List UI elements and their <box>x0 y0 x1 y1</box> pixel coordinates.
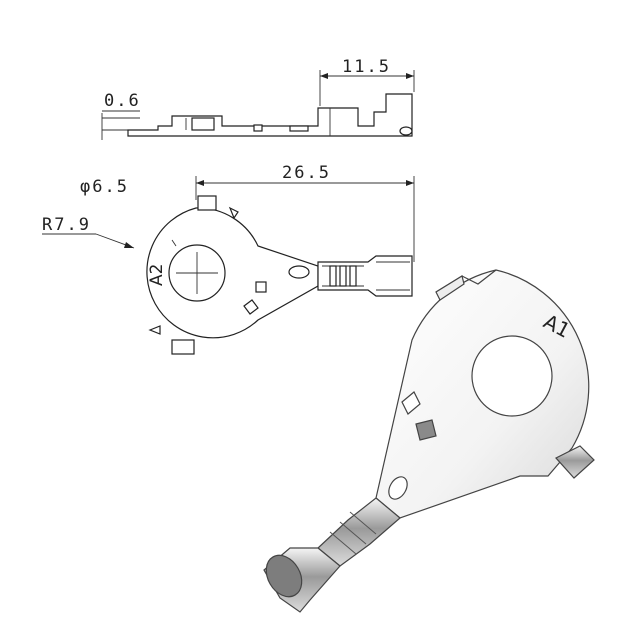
side-length-dimension-label: 11.5 <box>342 57 391 77</box>
side-profile-pin <box>253 124 263 132</box>
side-profile-block <box>191 117 215 131</box>
diamond-cutout <box>243 299 259 315</box>
diameter-dimension-label: φ6.5 <box>80 177 129 197</box>
side-profile-body <box>127 93 413 137</box>
isometric-render: A1 <box>263 269 595 613</box>
thickness-dimension-label: 0.6 <box>104 91 141 111</box>
top-notch-left <box>148 325 161 335</box>
render-diamond-cutout <box>401 391 421 415</box>
crimp-rib-3 <box>349 265 357 287</box>
side-view: 0.6 11.5 <box>101 57 415 140</box>
top-tab-upper <box>197 195 217 211</box>
top-view: φ6.5 26.5 R7.9 <box>42 163 415 355</box>
drawing-marking-label: A2 <box>147 264 167 286</box>
render-top-tab <box>435 275 465 301</box>
render-side-tab <box>555 445 595 479</box>
top-view-outline <box>146 207 319 339</box>
slot-cutout <box>288 265 310 279</box>
top-tab-lower <box>171 339 195 355</box>
render-slot-cutout <box>388 476 408 500</box>
crimp-rib-2 <box>339 265 347 287</box>
top-notch-right <box>228 206 239 220</box>
render-tube-opening <box>265 554 303 598</box>
side-profile-hole <box>399 126 413 136</box>
square-cutout <box>255 281 267 293</box>
overall-length-dimension-label: 26.5 <box>282 163 331 183</box>
render-square-cutout <box>415 419 437 441</box>
radius-dimension-label: R7.9 <box>42 215 91 235</box>
render-center-hole <box>471 335 553 417</box>
crimp-rib-1 <box>329 265 337 287</box>
side-profile-tab <box>289 125 309 132</box>
